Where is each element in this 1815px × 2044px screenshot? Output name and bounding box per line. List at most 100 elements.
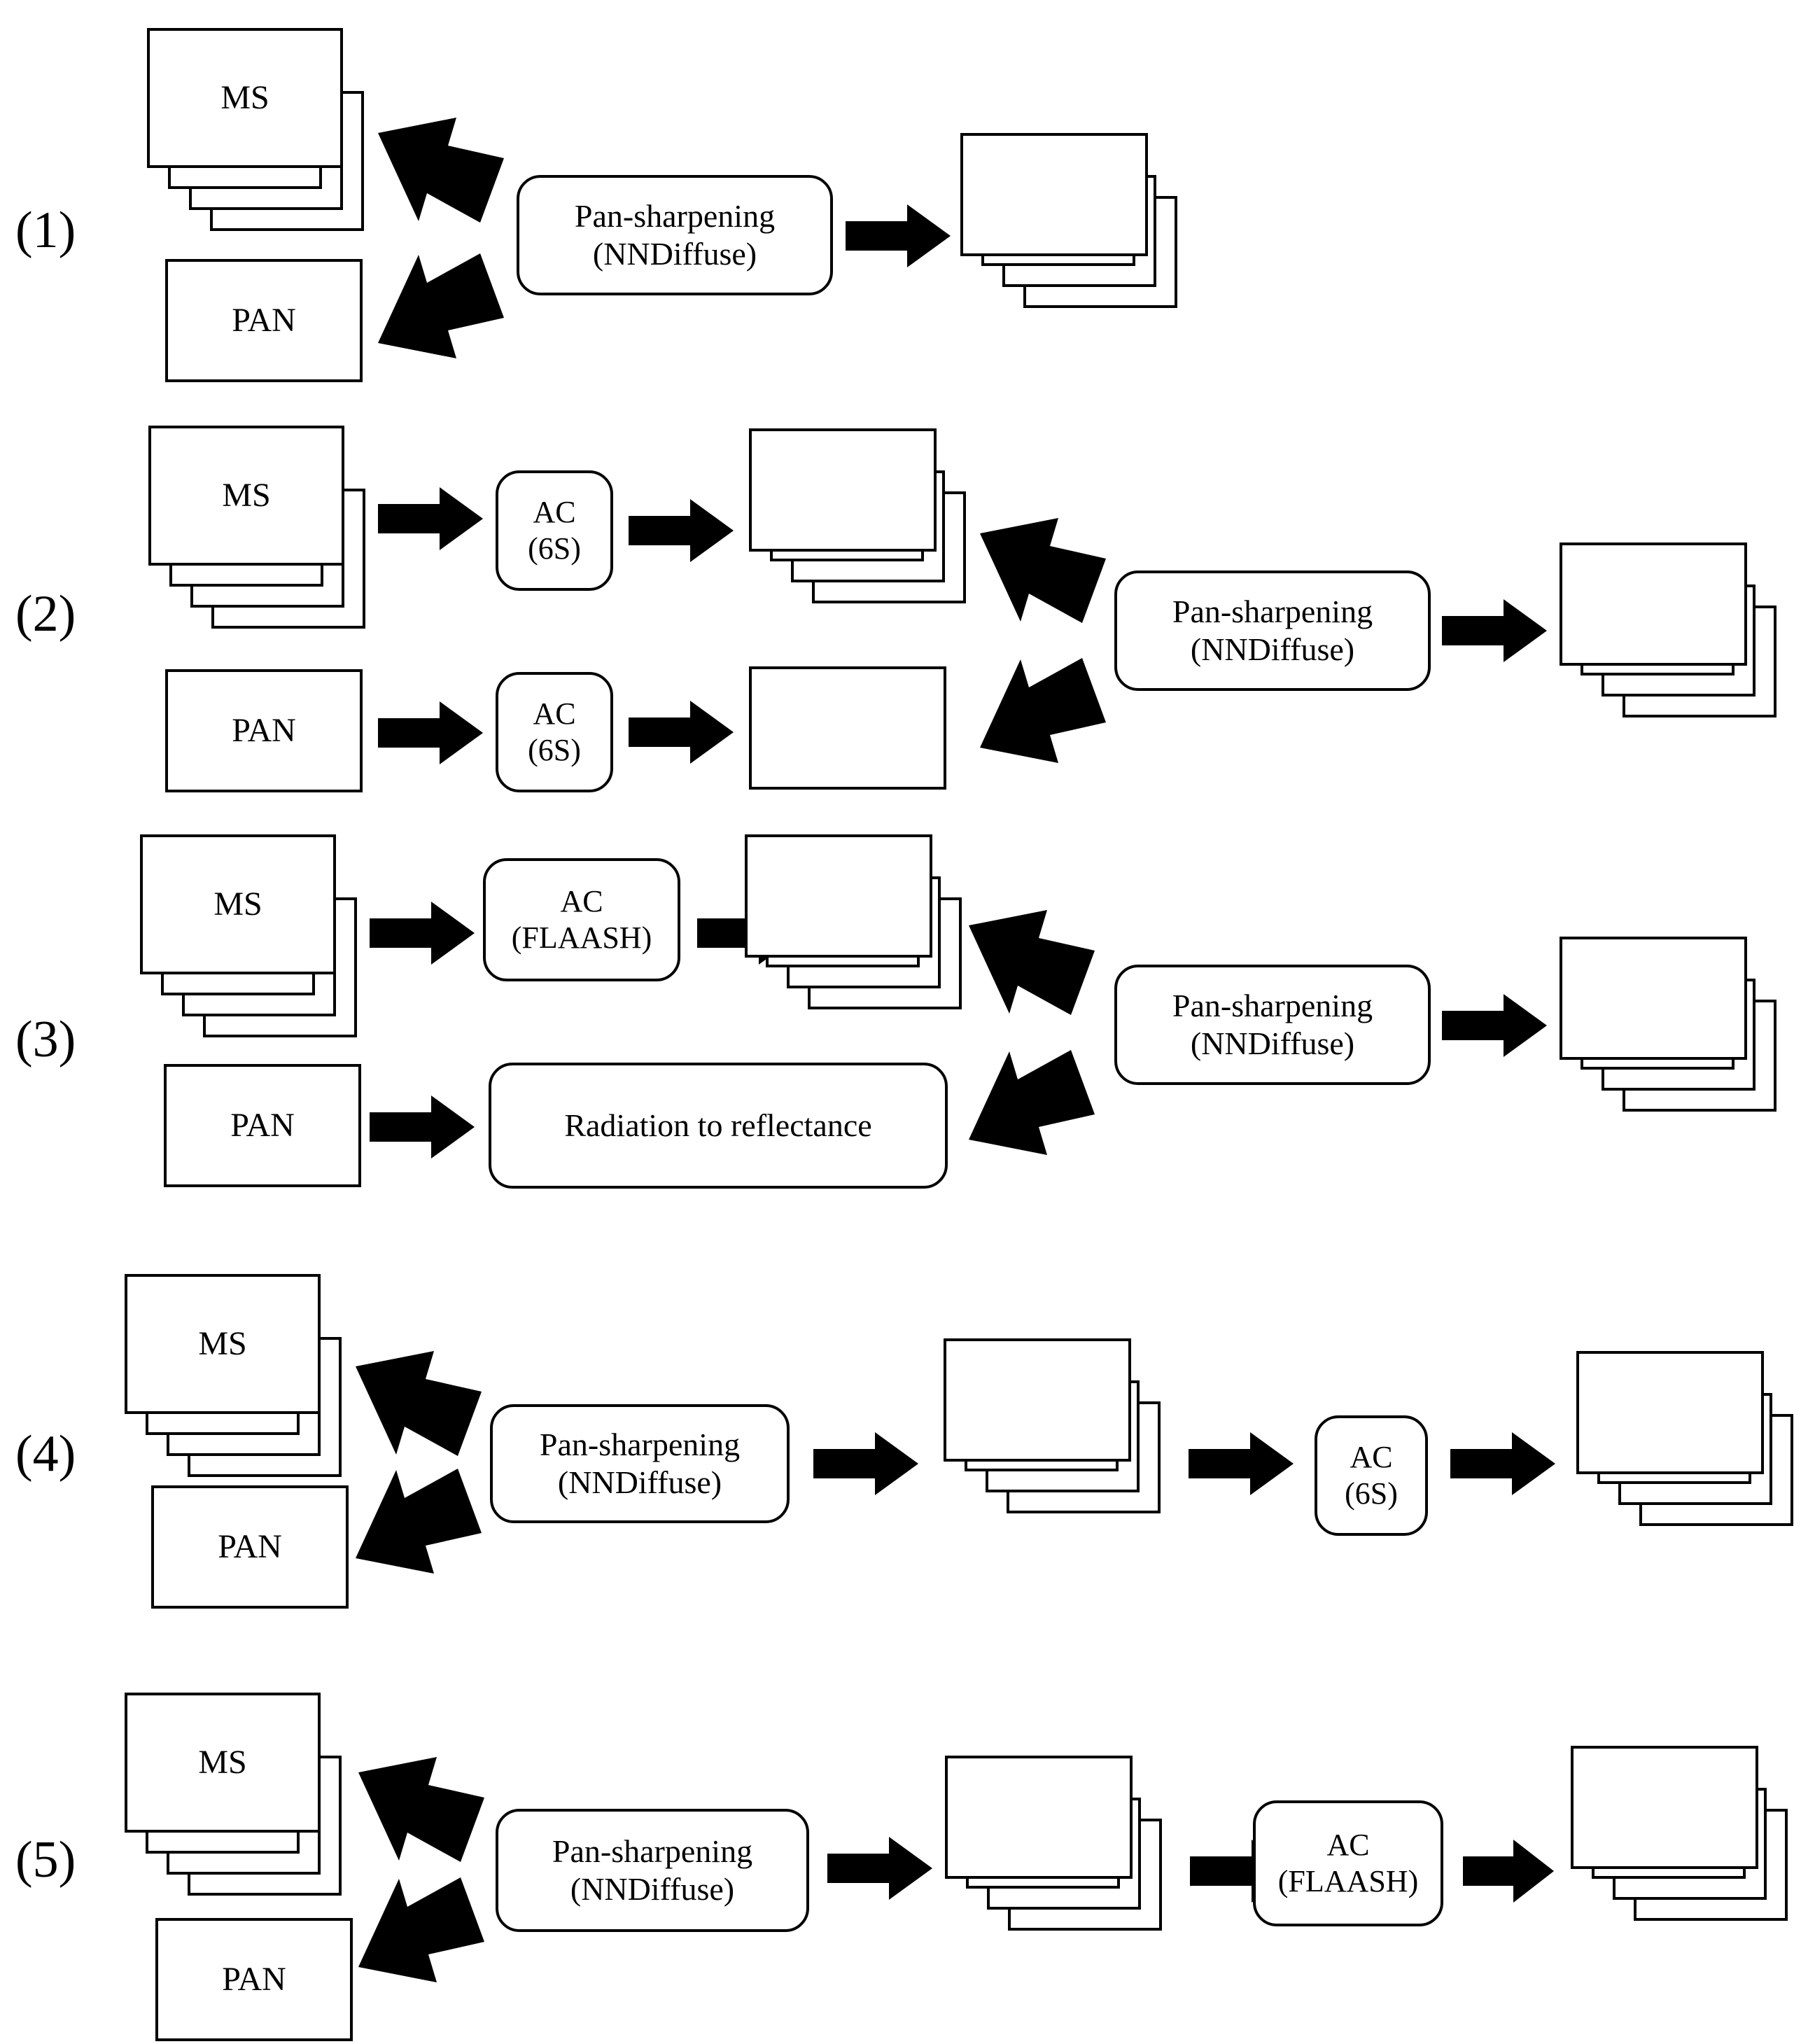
row2-arrow-pan-corrected-to-pansharpening <box>980 658 1120 763</box>
pan-label: PAN <box>232 712 296 749</box>
row1-arrow-ms-to-pansharpening <box>378 118 518 223</box>
ac-line-1: AC <box>1326 1828 1370 1863</box>
row2-pan-box: PAN <box>165 669 363 792</box>
row1-output-stack <box>960 133 1191 322</box>
row5-arrow-pan-to-pansharpening <box>358 1877 498 1982</box>
row3-arrow-radiation-to-pansharpening <box>969 1050 1109 1155</box>
row2-arrow-ms-to-ac <box>378 487 483 550</box>
row5-fused-stack <box>945 1756 1176 1945</box>
row4-pansharpening-box: Pan-sharpening (NNDiffuse) <box>490 1404 790 1523</box>
pansharpening-line-1: Pan-sharpening <box>1172 987 1373 1023</box>
row2-arrow-ms-corrected-to-pansharpening <box>980 518 1120 623</box>
row2-arrow-ac-to-corrected-ms <box>629 499 734 562</box>
row4-ac-6s-box: AC (6S) <box>1315 1415 1428 1536</box>
pansharpening-line-1: Pan-sharpening <box>1172 593 1373 629</box>
pansharpening-line-2: (NNDiffuse) <box>557 1464 722 1500</box>
radiation-to-reflectance-label: Radiation to reflectance <box>564 1107 872 1143</box>
ac-line-1: AC <box>1350 1440 1393 1475</box>
row1-pan-box: PAN <box>165 259 363 382</box>
row4-arrow-ms-to-pansharpening <box>356 1351 496 1456</box>
pan-label: PAN <box>232 302 296 339</box>
pansharpening-line-2: (NNDiffuse) <box>570 1871 735 1907</box>
stack-sheet-front: MS <box>125 1693 321 1833</box>
ac-line-1: AC <box>533 495 576 530</box>
row3-arrow-pansharpening-to-output <box>1442 994 1547 1057</box>
row4-arrow-pansharpening-to-fused <box>813 1432 918 1495</box>
stack-sheet-front <box>745 834 932 958</box>
row-index-5: (5) <box>15 1831 76 1889</box>
row1-ms-stack: MS <box>147 28 364 231</box>
stack-sheet-front: MS <box>148 426 344 566</box>
stack-sheet-front <box>1560 542 1747 666</box>
row5-ms-stack: MS <box>125 1693 342 1896</box>
stack-sheet-front: MS <box>147 28 343 168</box>
ac-line-2: (6S) <box>528 531 581 566</box>
row4-arrow-ac-to-output <box>1450 1432 1555 1495</box>
row5-ac-flaash-box: AC (FLAASH) <box>1253 1800 1443 1926</box>
row-index-4: (4) <box>15 1425 76 1483</box>
ms-label: MS <box>198 1744 247 1781</box>
pan-label: PAN <box>230 1107 295 1144</box>
row-index-1: (1) <box>15 202 76 259</box>
row2-arrow-pan-to-ac <box>378 701 483 764</box>
stack-sheet-front <box>1560 937 1747 1060</box>
row5-arrow-pansharpening-to-fused <box>827 1837 932 1900</box>
row2-ac-6s-pan-box: AC (6S) <box>496 672 613 792</box>
row3-ac-flaash-box: AC (FLAASH) <box>483 858 680 981</box>
stack-sheet-front: MS <box>125 1274 321 1414</box>
row2-pansharpening-box: Pan-sharpening (NNDiffuse) <box>1114 570 1431 691</box>
ms-label: MS <box>222 477 271 514</box>
ac-line-1: AC <box>533 696 576 732</box>
row1-arrow-pan-to-pansharpening <box>378 253 518 358</box>
row5-pan-box: PAN <box>155 1918 353 2041</box>
ms-label: MS <box>198 1325 247 1362</box>
stack-sheet-front <box>1576 1351 1764 1474</box>
pansharpening-line-1: Pan-sharpening <box>539 1426 741 1462</box>
pansharpening-line-2: (NNDiffuse) <box>1190 1026 1355 1061</box>
pan-label: PAN <box>218 1528 282 1565</box>
row2-arrow-pansharpening-to-output <box>1442 599 1547 662</box>
ac-line-2: (FLAASH) <box>1277 1864 1419 1898</box>
ms-label: MS <box>220 79 269 116</box>
row3-output-stack <box>1560 937 1791 1126</box>
row4-pan-box: PAN <box>151 1485 349 1609</box>
stack-sheet-front <box>960 133 1148 256</box>
row3-arrow-ms-to-ac-flaash <box>370 902 475 965</box>
row3-pan-box: PAN <box>164 1064 361 1187</box>
row5-arrow-ms-to-pansharpening <box>358 1757 498 1862</box>
row2-ms-stack: MS <box>148 426 365 629</box>
pansharpening-line-2: (NNDiffuse) <box>592 236 757 272</box>
pansharpening-line-1: Pan-sharpening <box>574 197 776 234</box>
row3-pansharpening-box: Pan-sharpening (NNDiffuse) <box>1114 965 1431 1085</box>
row1-pansharpening-box: Pan-sharpening (NNDiffuse) <box>517 175 833 295</box>
row2-output-stack <box>1560 542 1791 732</box>
row4-ms-stack: MS <box>125 1274 342 1477</box>
pan-label: PAN <box>222 1961 286 1998</box>
row3-ms-stack: MS <box>140 834 357 1037</box>
stack-sheet-front <box>749 428 937 552</box>
row2-arrow-ac-to-corrected-pan <box>629 701 734 764</box>
stack-sheet-front <box>944 1338 1131 1462</box>
row5-pansharpening-box: Pan-sharpening (NNDiffuse) <box>496 1809 809 1932</box>
row4-fused-stack <box>944 1338 1175 1527</box>
row4-arrow-pan-to-pansharpening <box>356 1469 496 1574</box>
row3-ms-corrected-stack <box>745 834 976 1023</box>
row2-ms-corrected-stack <box>749 428 980 617</box>
row2-pan-corrected-box <box>749 666 946 790</box>
ac-line-2: (6S) <box>1345 1476 1398 1511</box>
row3-arrow-pan-to-radiation <box>370 1096 475 1158</box>
pansharpening-line-2: (NNDiffuse) <box>1190 631 1355 667</box>
row1-arrow-pansharpening-to-output <box>846 204 951 267</box>
row-index-3: (3) <box>15 1011 76 1068</box>
ms-label: MS <box>213 886 262 923</box>
stack-sheet-front <box>945 1756 1133 1879</box>
row4-arrow-fused-to-ac <box>1189 1432 1294 1495</box>
row5-output-stack <box>1571 1746 1802 1935</box>
ac-line-1: AC <box>560 884 603 919</box>
pansharpening-line-1: Pan-sharpening <box>552 1833 753 1869</box>
row4-output-stack <box>1576 1351 1807 1540</box>
row3-radiation-to-reflectance-box: Radiation to reflectance <box>489 1063 948 1189</box>
stack-sheet-front <box>1571 1746 1758 1869</box>
row-index-2: (2) <box>15 585 76 643</box>
